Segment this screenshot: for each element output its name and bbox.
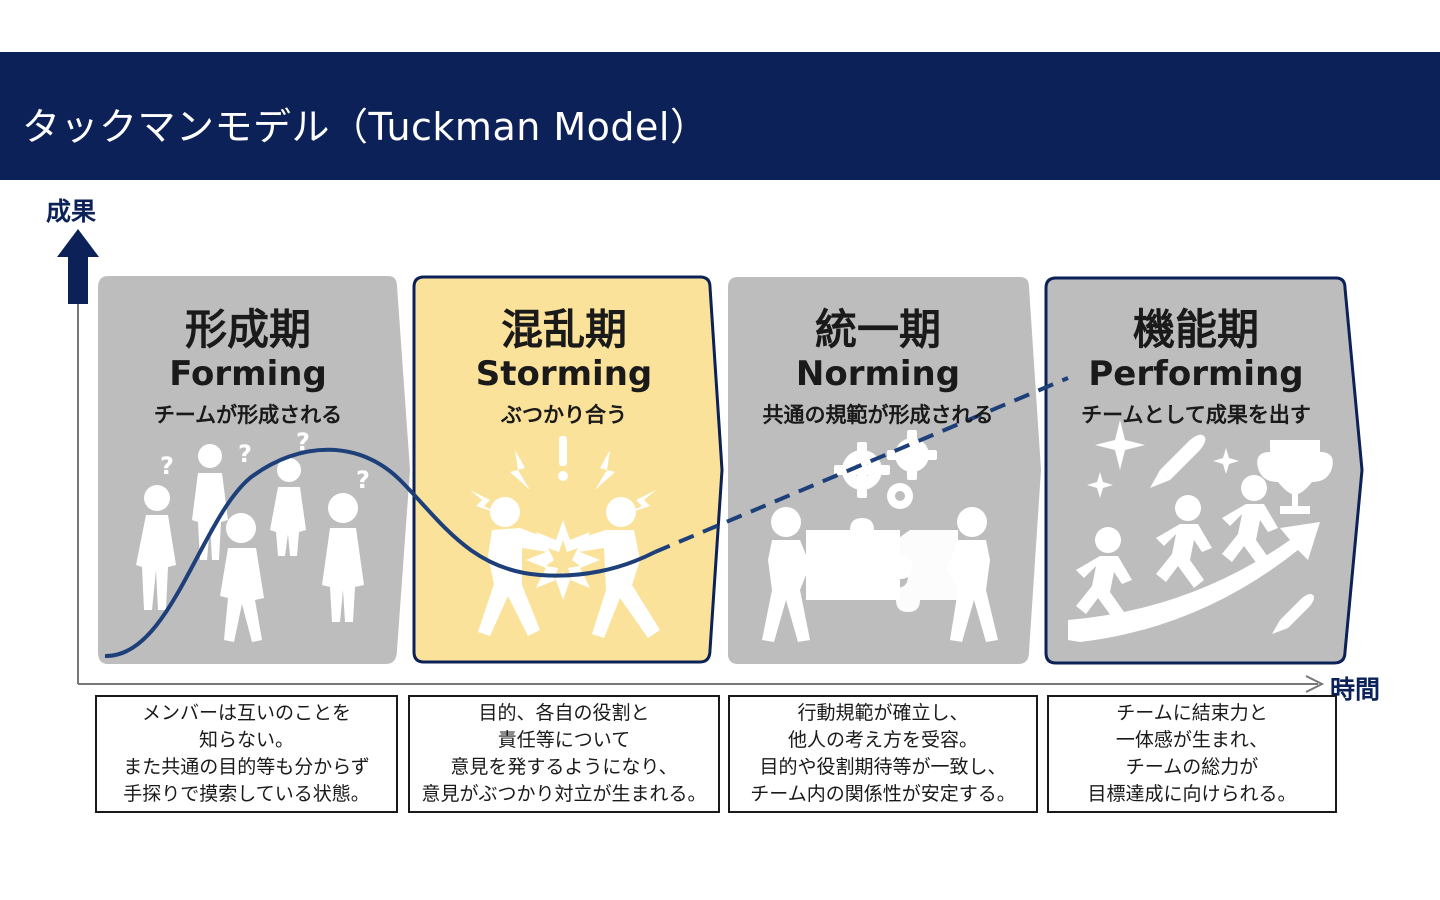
- stage-title-storming: 混乱期: [500, 305, 627, 354]
- confused-people-icon: ? ? ? ?: [136, 428, 370, 642]
- y-axis-label: 成果: [46, 197, 97, 226]
- svg-text:?: ?: [296, 428, 310, 456]
- header-bar: [0, 52, 1440, 180]
- description-line: 責任等について: [497, 729, 631, 751]
- stage-title-norming: 統一期: [814, 305, 941, 354]
- svg-text:?: ?: [160, 452, 174, 480]
- description-line: 知らない。: [198, 729, 294, 751]
- description-line: 目的や役割期待等が一致し、: [759, 756, 1007, 778]
- stage-subtitle-performing: チームとして成果を出す: [1081, 403, 1311, 427]
- stage-subtitle-norming: 共通の規範が形成される: [762, 403, 994, 427]
- stage-english-norming: Norming: [795, 354, 961, 394]
- description-line: また共通の目的等も分からず: [123, 756, 370, 778]
- description-line: 意見を発するようになり、: [450, 756, 678, 778]
- running-team-trophy-icon: [1068, 420, 1333, 642]
- description-line: チーム内の関係性が安定する。: [750, 783, 1016, 805]
- stage-subtitle-forming: チームが形成される: [153, 403, 343, 427]
- description-line: 他人の考え方を受容。: [787, 729, 978, 751]
- description-line: 手探りで摸索している状態。: [123, 783, 370, 805]
- stage-title-performing: 機能期: [1132, 305, 1259, 354]
- stage-panel-performing: [1044, 276, 1364, 665]
- performance-curve-solid: [104, 447, 656, 659]
- puzzle-gears-icon: [762, 430, 998, 642]
- description-line: 意見がぶつかり対立が生まれる。: [421, 783, 707, 805]
- fighting-people-icon: [470, 436, 660, 638]
- description-box-performing: チームに結束力と 一体感が生まれ、 チームの総力が 目標達成に向けられる。: [1047, 695, 1337, 813]
- x-axis-label: 時間: [1330, 675, 1381, 704]
- description-box-norming: 行動規範が確立し、 他人の考え方を受容。 目的や役割期待等が一致し、 チーム内の…: [728, 695, 1038, 813]
- stage-english-performing: Performing: [1088, 354, 1304, 394]
- description-line: 一体感が生まれ、: [1115, 729, 1269, 751]
- description-line: メンバーは互いのことを: [141, 702, 351, 724]
- y-axis-arrow: [57, 229, 99, 684]
- description-line: チームの総力が: [1125, 756, 1259, 778]
- description-line: チームに結束力と: [1116, 702, 1268, 724]
- stage-subtitle-storming: ぶつかり合う: [501, 403, 627, 427]
- stage-title-forming: 形成期: [184, 305, 311, 354]
- description-line: 行動規範が確立し、: [797, 702, 969, 724]
- page-title: タックマンモデル（Tuckman Model）: [22, 105, 709, 149]
- performance-curve-dashed: [654, 376, 1069, 554]
- description-line: 目標達成に向けられる。: [1087, 783, 1297, 805]
- stage-english-forming: Forming: [169, 354, 327, 394]
- description-box-forming: メンバーは互いのことを 知らない。 また共通の目的等も分からず 手探りで摸索して…: [95, 695, 398, 813]
- x-axis-arrow: [78, 675, 1325, 693]
- svg-text:?: ?: [356, 466, 370, 494]
- description-box-storming: 目的、各自の役割と 責任等について 意見を発するようになり、 意見がぶつかり対立…: [408, 695, 720, 813]
- stage-english-storming: Storming: [475, 354, 653, 394]
- svg-text:?: ?: [238, 440, 252, 468]
- description-line: 目的、各自の役割と: [478, 702, 650, 724]
